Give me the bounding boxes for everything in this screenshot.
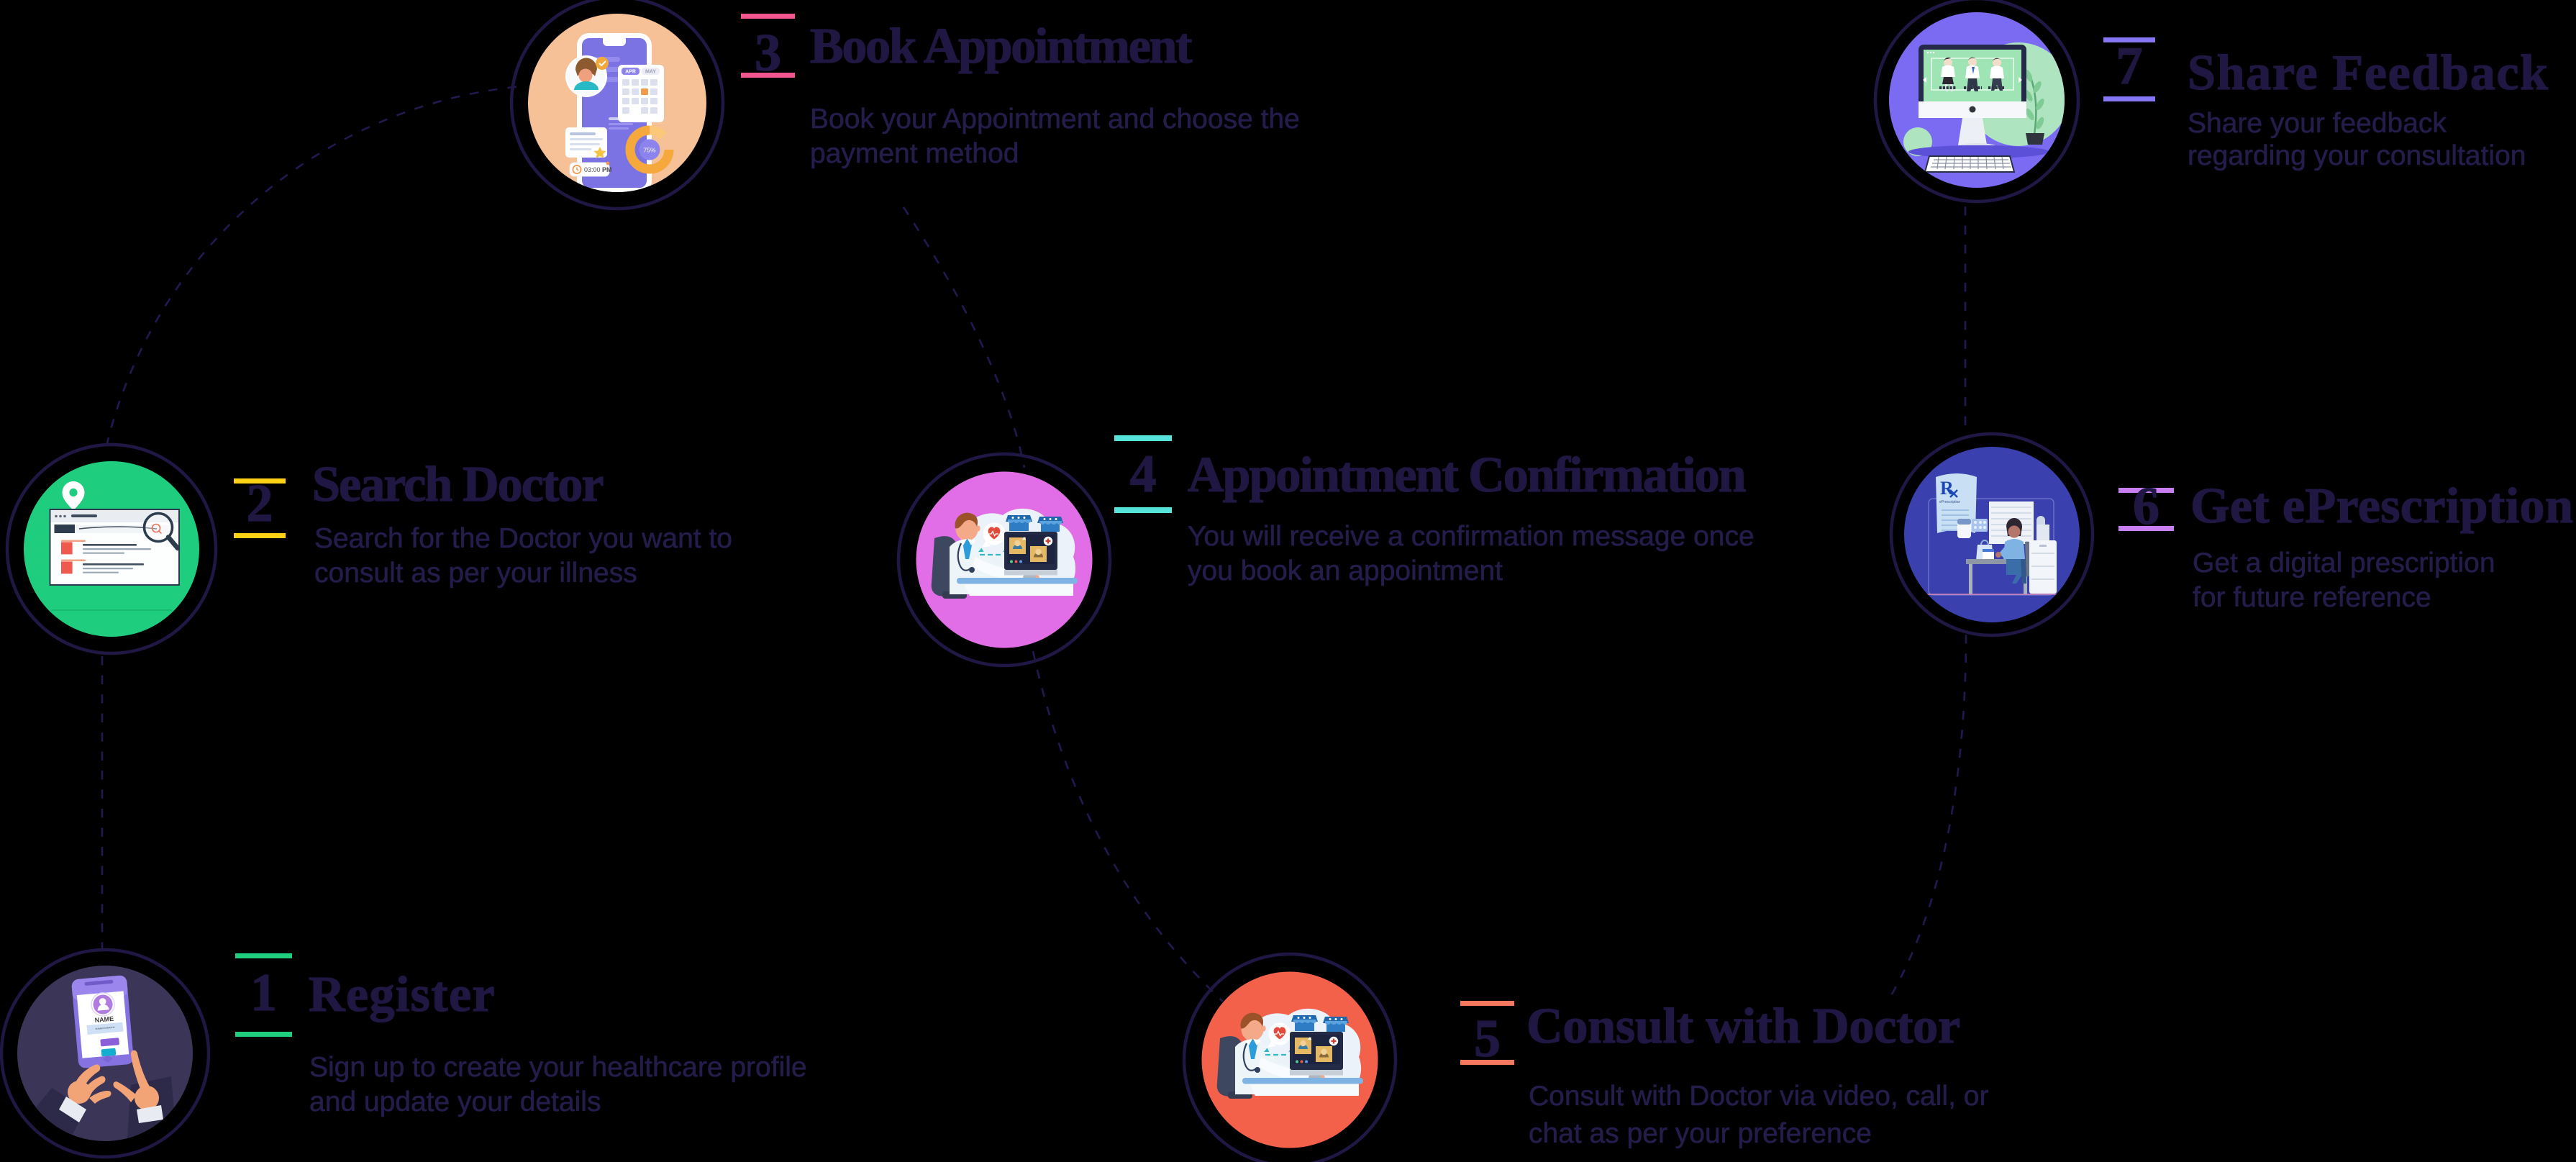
svg-text:03:00 PM: 03:00 PM bbox=[584, 166, 612, 173]
svg-text:MAY: MAY bbox=[645, 70, 656, 75]
svg-text:APR: APR bbox=[625, 70, 636, 75]
svg-text:NAME: NAME bbox=[94, 1015, 114, 1024]
svg-text:ePrescription: ePrescription bbox=[1939, 500, 1960, 504]
svg-text:**********: ********** bbox=[95, 1026, 115, 1032]
svg-text:75%: 75% bbox=[643, 147, 655, 154]
svg-text:R: R bbox=[1940, 478, 1954, 499]
